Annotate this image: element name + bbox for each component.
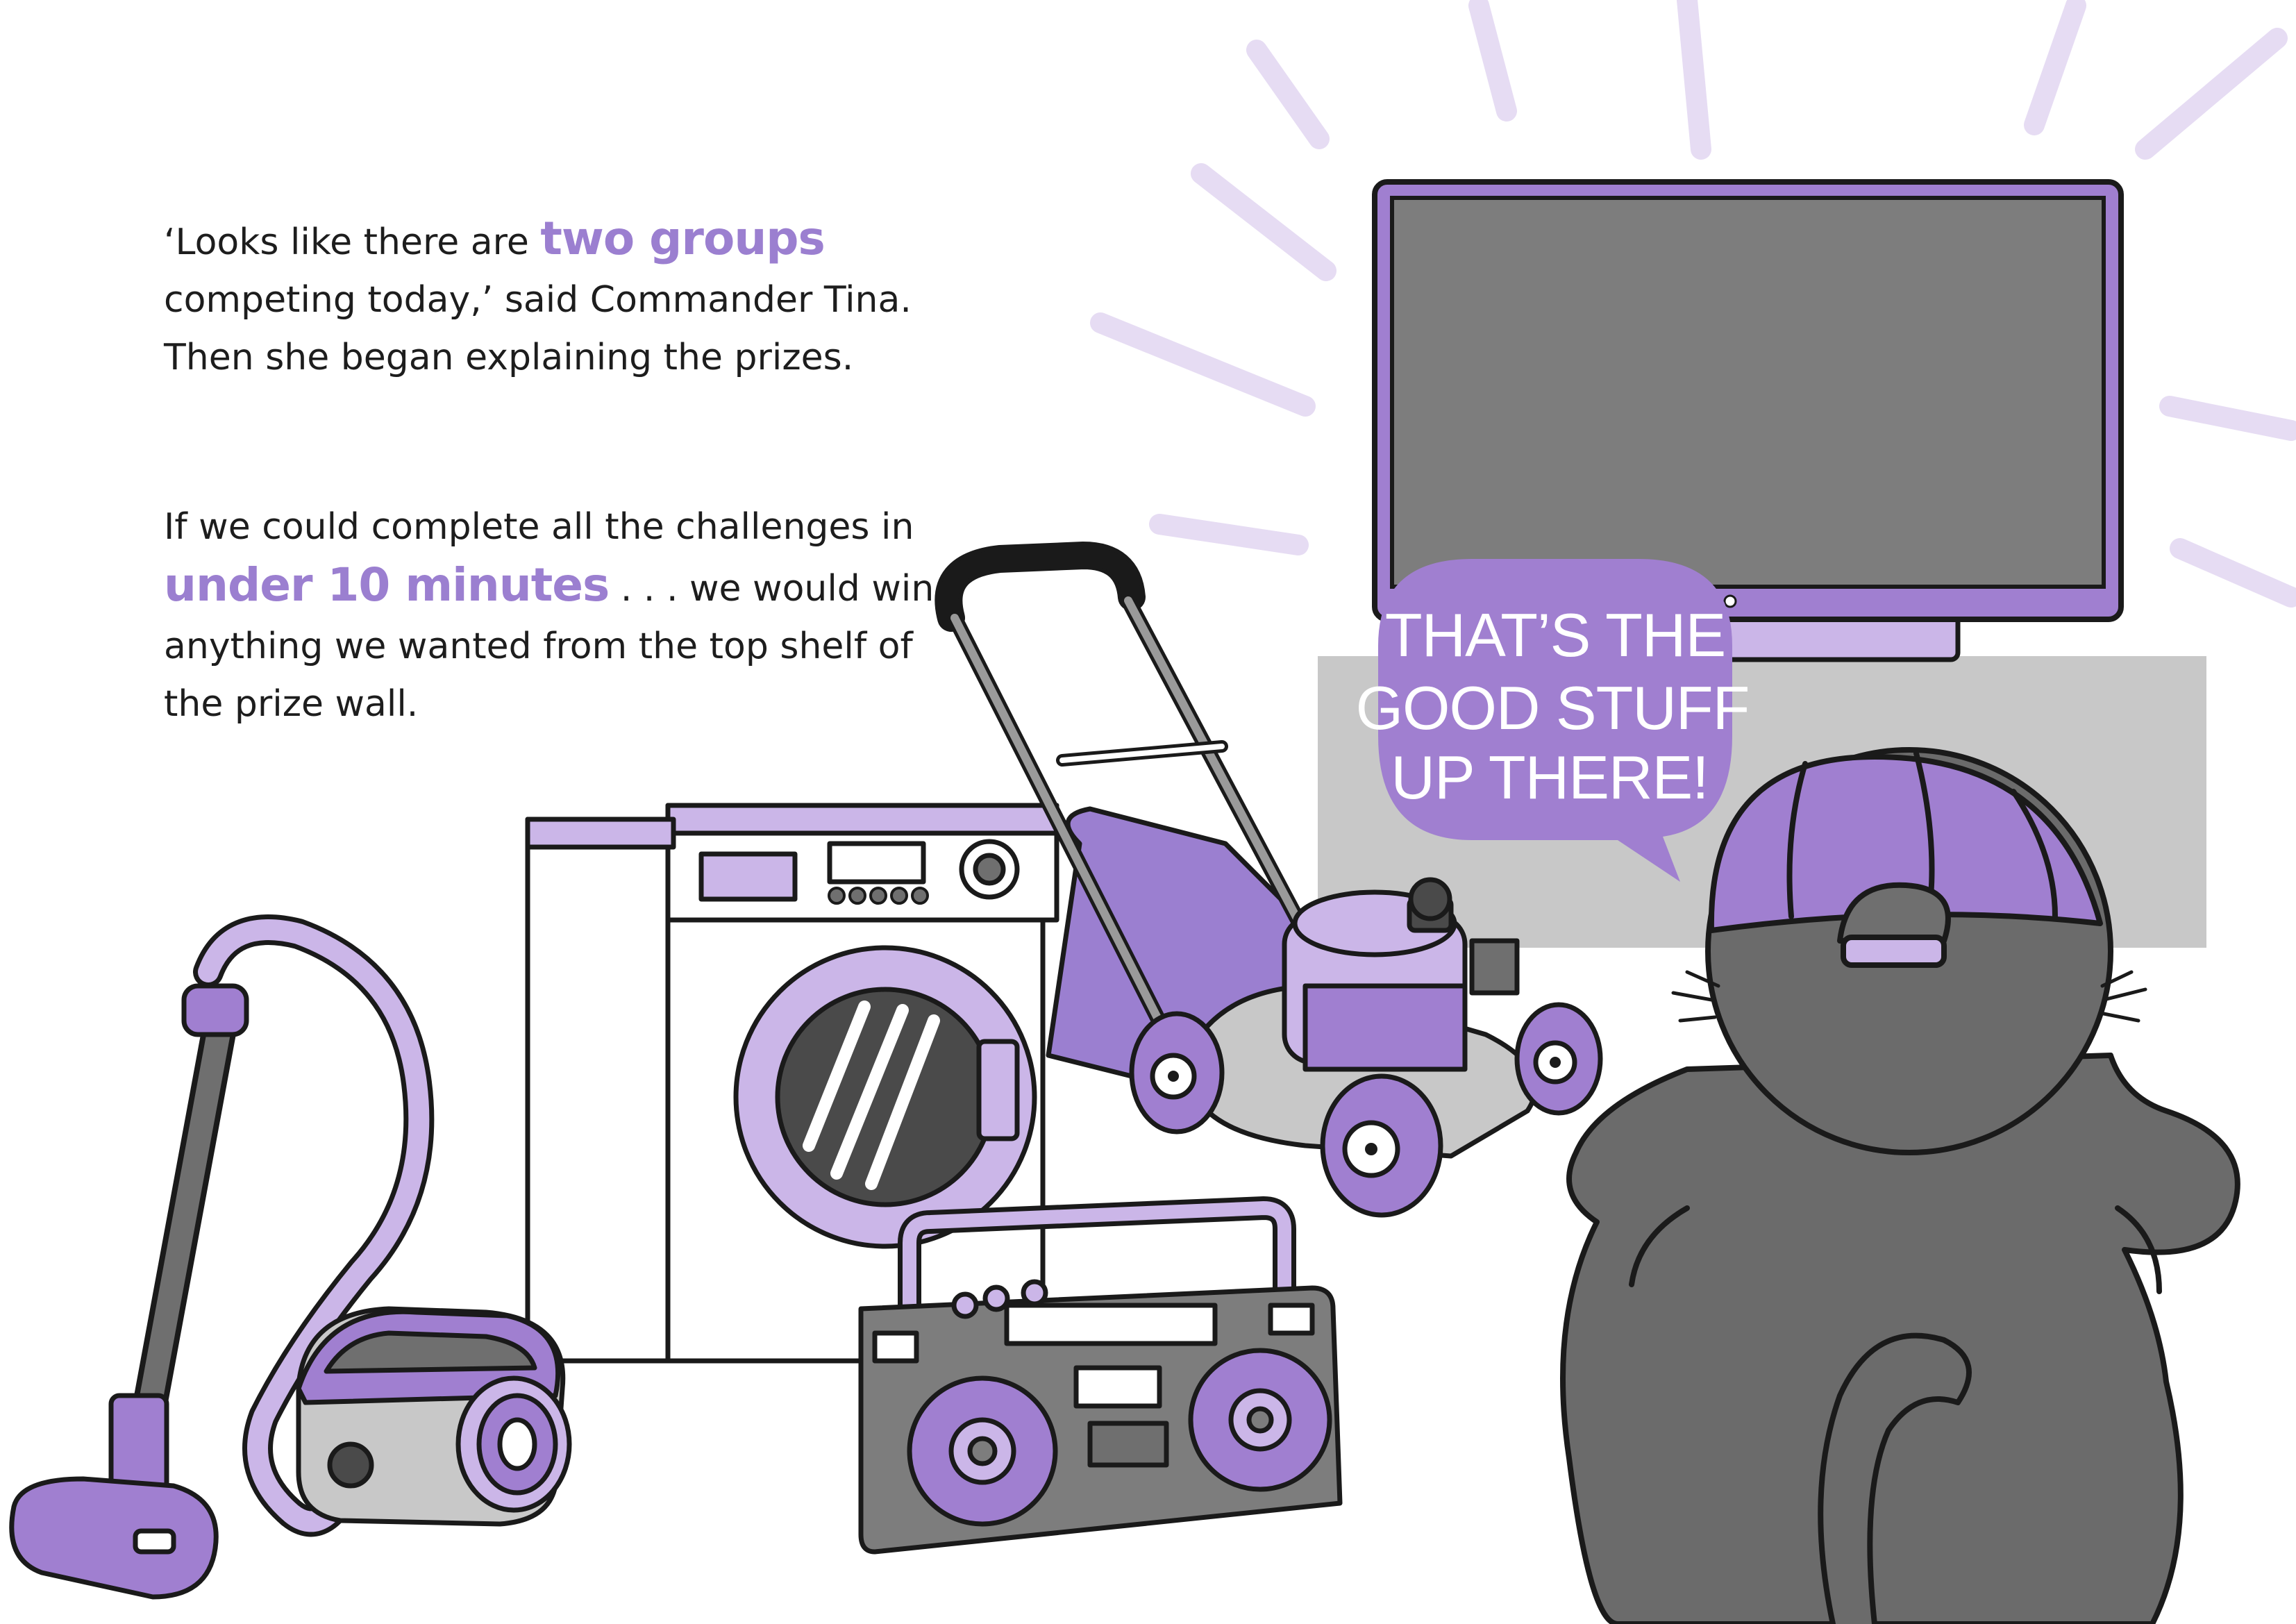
- highlight-under-10-minutes: under 10 minutes: [164, 558, 610, 612]
- lawn-mower: [935, 542, 1603, 1218]
- story-text: ‘Looks like there are: [164, 221, 541, 263]
- tv-glow-rays: [1090, 0, 2296, 608]
- story-paragraph-2: If we could complete all the challenges …: [164, 499, 955, 733]
- story-text: competing today,’ said Commander Tina. T…: [164, 279, 912, 378]
- television: [1372, 179, 2124, 662]
- vacuum-cleaner: [9, 914, 572, 1600]
- story-paragraph-1: ‘Looks like there are two groups competi…: [164, 210, 955, 387]
- story-text: If we could complete all the challenges …: [164, 506, 914, 548]
- speech-bubble: THAT’S THE GOOD STUFF UP THERE!: [1356, 559, 1750, 882]
- speech-line-2: GOOD STUFF: [1356, 673, 1750, 742]
- speech-line-3: UP THERE!: [1391, 743, 1708, 812]
- washing-machine: [525, 803, 1059, 1364]
- story-text: . . . we would win anything we wanted fr…: [164, 568, 935, 725]
- speech-line-1: THAT’S THE: [1385, 601, 1725, 669]
- boombox: [858, 1196, 1343, 1555]
- cat-character: [1560, 747, 2240, 1624]
- highlight-two-groups: two groups: [540, 212, 825, 265]
